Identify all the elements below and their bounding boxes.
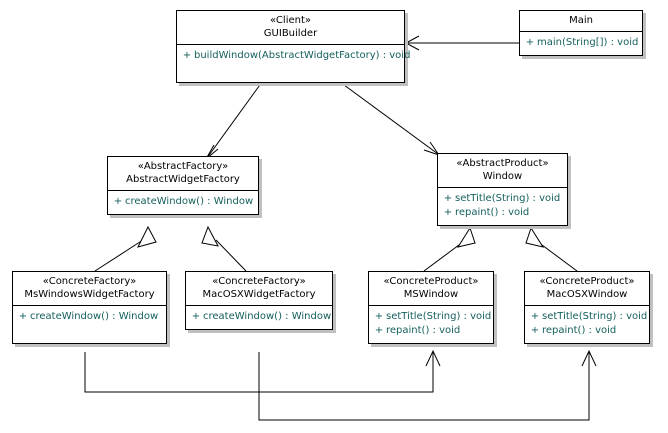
- class-stereotype: «ConcreteProduct»: [539, 276, 635, 287]
- class-header-guibuilder: «Client» GUIBuilder: [177, 11, 404, 45]
- member-row: + repaint() : void: [528, 324, 646, 338]
- member-visibility: +: [113, 196, 123, 207]
- class-name: MacOSXWindow: [546, 289, 628, 300]
- member-row: + createWindow() : Window: [189, 310, 332, 324]
- member-signature: createWindow() : Window: [203, 311, 332, 322]
- member-signature: setTitle(String) : void: [455, 193, 561, 204]
- class-name: GUIBuilder: [263, 28, 318, 39]
- class-name: MSWindow: [403, 289, 459, 300]
- member-row: + createWindow() : Window: [111, 195, 255, 209]
- class-members-main: + main(String[]) : void: [520, 32, 642, 55]
- member-signature: createWindow() : Window: [125, 196, 254, 207]
- member-signature: main(String[]) : void: [537, 37, 639, 48]
- member-visibility: +: [191, 311, 201, 322]
- edge-main-to-guibuilder: [404, 35, 519, 51]
- class-stereotype: «ConcreteProduct»: [383, 276, 479, 287]
- class-members-macosxwidgetfactory: + createWindow() : Window: [186, 306, 332, 329]
- member-visibility: +: [530, 325, 540, 336]
- member-visibility: +: [443, 207, 453, 218]
- class-header-main: Main: [520, 11, 642, 32]
- class-members-mswindowswidgetfactory: + createWindow() : Window: [13, 306, 166, 343]
- class-box-guibuilder[interactable]: «Client» GUIBuilder + buildWindow(Abstra…: [176, 10, 411, 83]
- edge-mswindowsfactory-to-mswindow: [84, 349, 441, 393]
- members-filler: [180, 63, 401, 77]
- class-members-guibuilder: + buildWindow(AbstractWidgetFactory) : v…: [177, 45, 411, 82]
- class-members-mswindow: + setTitle(String) : void + repaint() : …: [369, 306, 493, 343]
- member-row: + main(String[]) : void: [523, 36, 639, 50]
- member-row: + setTitle(String) : void: [372, 310, 492, 324]
- class-header-abstractwidgetfactory: «AbstractFactory» AbstractWidgetFactory: [108, 157, 258, 191]
- class-stereotype: «AbstractProduct»: [456, 158, 549, 169]
- class-box-mswindowswidgetfactory[interactable]: «ConcreteFactory» MsWindowsWidgetFactory…: [12, 271, 167, 344]
- class-box-mswindow[interactable]: «ConcreteProduct» MSWindow + setTitle(St…: [368, 271, 494, 344]
- edge-guibuilder-to-window: [339, 81, 441, 156]
- edge-macosxfactory-to-abstractfactory: [201, 225, 247, 272]
- class-name: MsWindowsWidgetFactory: [24, 289, 155, 300]
- member-signature: repaint() : void: [455, 207, 530, 218]
- member-signature: setTitle(String) : void: [386, 311, 492, 322]
- member-visibility: +: [182, 50, 192, 61]
- member-signature: createWindow() : Window: [30, 311, 159, 322]
- edge-macosxfactory-to-macosxwindow: [258, 349, 597, 421]
- edge-mswindowsfactory-to-abstractfactory: [94, 225, 157, 272]
- member-signature: setTitle(String) : void: [542, 311, 648, 322]
- member-visibility: +: [443, 193, 453, 204]
- class-box-window[interactable]: «AbstractProduct» Window + setTitle(Stri…: [437, 153, 568, 226]
- member-row: + setTitle(String) : void: [441, 192, 564, 206]
- edge-mswindow-to-window: [423, 226, 476, 272]
- member-row: + createWindow() : Window: [16, 310, 163, 324]
- member-signature: repaint() : void: [386, 325, 461, 336]
- member-row: + repaint() : void: [441, 206, 564, 220]
- edge-macosxwindow-to-window: [525, 226, 578, 272]
- member-visibility: +: [374, 311, 384, 322]
- class-header-macosxwidgetfactory: «ConcreteFactory» MacOSXWidgetFactory: [186, 272, 332, 306]
- class-header-mswindow: «ConcreteProduct» MSWindow: [369, 272, 493, 306]
- member-row: + buildWindow(AbstractWidgetFactory) : v…: [180, 49, 411, 63]
- class-box-main[interactable]: Main + main(String[]) : void: [519, 10, 643, 56]
- class-name: Window: [482, 171, 523, 182]
- class-header-macosxwindow: «ConcreteProduct» MacOSXWindow: [525, 272, 649, 306]
- class-name: MacOSXWidgetFactory: [202, 289, 316, 300]
- member-signature: buildWindow(AbstractWidgetFactory) : voi…: [194, 50, 411, 61]
- member-visibility: +: [530, 311, 540, 322]
- class-stereotype: «ConcreteFactory»: [212, 276, 306, 287]
- class-members-macosxwindow: + setTitle(String) : void + repaint() : …: [525, 306, 649, 343]
- member-row: + setTitle(String) : void: [528, 310, 648, 324]
- class-box-abstractwidgetfactory[interactable]: «AbstractFactory» AbstractWidgetFactory …: [107, 156, 259, 215]
- class-stereotype: «ConcreteFactory»: [42, 276, 137, 287]
- class-header-mswindowswidgetfactory: «ConcreteFactory» MsWindowsWidgetFactory: [13, 272, 166, 306]
- member-row: + repaint() : void: [372, 324, 490, 338]
- class-members-window: + setTitle(String) : void + repaint() : …: [438, 188, 567, 225]
- class-name: Main: [569, 15, 593, 26]
- class-header-window: «AbstractProduct» Window: [438, 154, 567, 188]
- class-stereotype: «Client»: [269, 15, 311, 26]
- class-name: AbstractWidgetFactory: [126, 174, 240, 185]
- class-box-macosxwidgetfactory[interactable]: «ConcreteFactory» MacOSXWidgetFactory + …: [185, 271, 333, 330]
- class-stereotype: «AbstractFactory»: [137, 161, 229, 172]
- class-box-macosxwindow[interactable]: «ConcreteProduct» MacOSXWindow + setTitl…: [524, 271, 650, 344]
- class-members-abstractwidgetfactory: + createWindow() : Window: [108, 191, 258, 214]
- member-visibility: +: [374, 325, 384, 336]
- member-visibility: +: [18, 311, 28, 322]
- edge-guibuilder-to-abstractwidgetfactory: [205, 81, 263, 160]
- members-filler: [16, 324, 163, 338]
- member-visibility: +: [525, 37, 535, 48]
- member-signature: repaint() : void: [542, 325, 617, 336]
